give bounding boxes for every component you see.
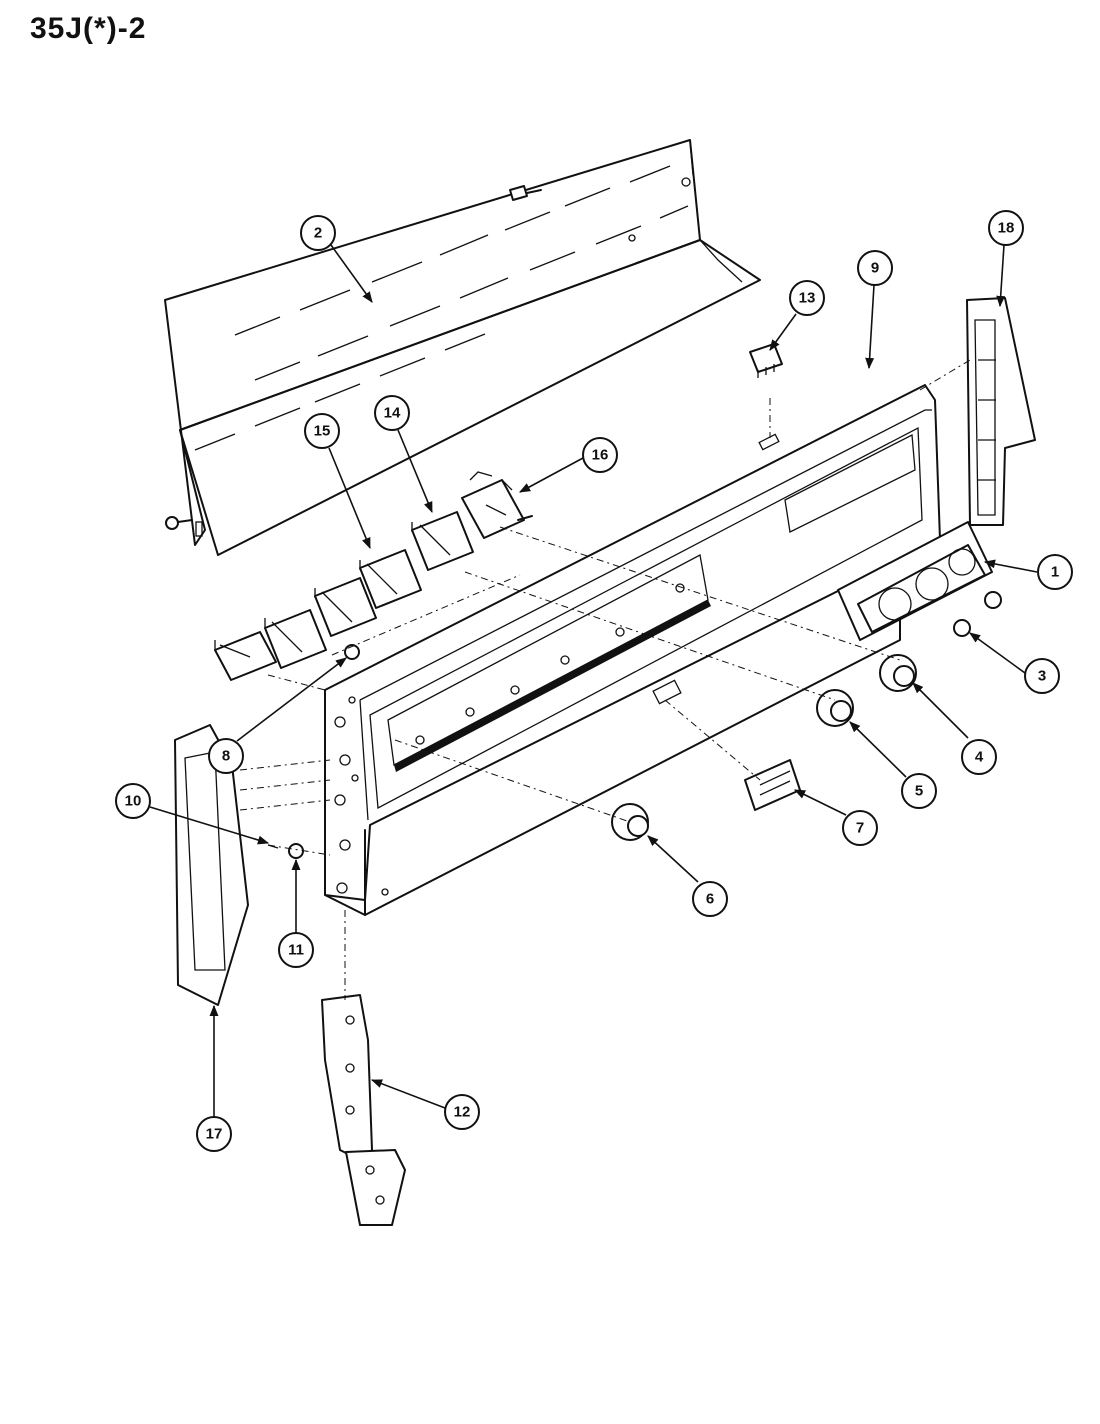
callout-15: 15: [304, 413, 371, 550]
callout-18: 18: [988, 210, 1024, 308]
assembly-lines: [239, 359, 971, 1000]
svg-text:16: 16: [592, 447, 609, 464]
clock-frame: [837, 521, 993, 641]
callout-10: 10: [115, 783, 270, 845]
svg-text:6: 6: [706, 891, 714, 908]
callout-1: 1: [983, 554, 1073, 590]
rear-bracket: [164, 139, 761, 556]
bracket-screw-top: [509, 185, 542, 201]
callout-11: 11: [278, 858, 314, 968]
callout-12: 12: [370, 1079, 480, 1130]
right-end-cap: [966, 297, 1036, 526]
knob-4: [879, 654, 917, 692]
lower-bracket: [321, 994, 406, 1226]
panel-screw: [344, 644, 360, 660]
callout-2: 2: [300, 215, 373, 303]
knob-6: [611, 803, 649, 841]
infinite-switches: [214, 511, 474, 681]
callout-5: 5: [849, 721, 937, 809]
knob-5: [816, 689, 854, 727]
left-end-cap: [174, 724, 249, 1006]
svg-text:18: 18: [998, 220, 1015, 237]
callout-4: 4: [912, 682, 997, 775]
rocker-switch: [744, 759, 801, 811]
bracket-screw-left: [165, 516, 193, 530]
control-panel: [324, 384, 941, 916]
callout-13: 13: [769, 280, 825, 351]
svg-text:13: 13: [799, 290, 816, 307]
indicator-light: [749, 343, 783, 378]
svg-text:4: 4: [975, 749, 984, 766]
svg-text:11: 11: [288, 942, 304, 959]
svg-text:5: 5: [915, 783, 923, 800]
callout-3: 3: [969, 632, 1060, 694]
callout-6: 6: [647, 835, 728, 917]
callout-9: 9: [857, 250, 893, 370]
svg-text:3: 3: [1038, 668, 1046, 685]
svg-text:8: 8: [222, 748, 230, 765]
svg-text:12: 12: [454, 1104, 471, 1121]
clock-screws: [953, 591, 1002, 637]
callout-8: 8: [208, 657, 347, 774]
svg-text:2: 2: [314, 225, 322, 242]
callout-7: 7: [793, 789, 878, 846]
page-title: 35J(*)-2: [30, 12, 147, 45]
svg-text:10: 10: [125, 793, 142, 810]
callout-17: 17: [196, 1004, 232, 1152]
svg-text:7: 7: [856, 820, 864, 837]
svg-text:15: 15: [314, 423, 331, 440]
svg-text:9: 9: [871, 260, 879, 277]
svg-text:17: 17: [206, 1126, 223, 1143]
callout-16: 16: [519, 437, 618, 493]
selector-switch: [461, 471, 533, 539]
callout-14: 14: [374, 395, 433, 514]
svg-text:14: 14: [384, 405, 401, 422]
svg-text:1: 1: [1051, 564, 1059, 581]
